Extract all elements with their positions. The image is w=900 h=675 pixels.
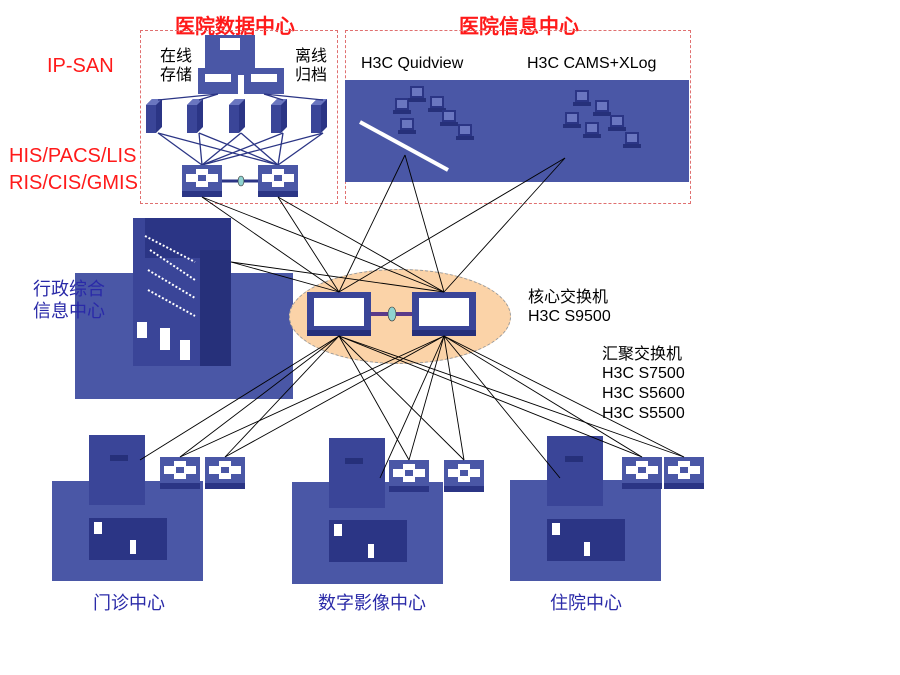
core-switch-title: 核心交换机	[528, 287, 609, 306]
storage-server-3	[229, 99, 245, 133]
core-uplinks	[201, 154, 566, 293]
san-core-switch	[198, 35, 284, 94]
core-switch-label: 核心交换机 H3C S9500	[528, 287, 611, 327]
outpatient-switch-2	[205, 457, 245, 489]
offline-archive-label: 离线 归档	[295, 46, 328, 84]
core-trunk-connector	[387, 306, 397, 322]
quidview-consoles	[359, 86, 474, 172]
cams-consoles	[563, 90, 641, 148]
admin-center-label: 行政综合 信息中心	[33, 279, 105, 322]
ipsan-label: IP-SAN	[47, 55, 114, 77]
core-switch-model: H3C S9500	[528, 308, 611, 325]
inpatient-switch-1	[622, 457, 662, 489]
core-switch-left	[307, 292, 371, 336]
inpatient-switch-2	[664, 457, 704, 489]
outpatient-switch-1	[160, 457, 200, 489]
storage-server-1	[146, 99, 162, 133]
agg-switch-model: H3C S5500	[602, 405, 685, 422]
his-pacs-label: HIS/PACS/LIS RIS/CIS/GMIS	[9, 145, 138, 194]
agg-switch-model: H3C S7500	[602, 365, 685, 382]
core-downlinks	[139, 335, 685, 479]
agg-switch-model: H3C S5600	[602, 385, 685, 402]
online-storage-label: 在线 存储	[160, 46, 193, 84]
core-switch-right	[412, 292, 476, 336]
his-switch-left	[182, 165, 222, 197]
his-switch-right	[258, 165, 298, 197]
quidview-label: H3C Quidview	[361, 55, 464, 72]
imaging-building	[329, 438, 407, 562]
san-links	[157, 93, 324, 166]
storage-server-5	[311, 99, 327, 133]
info-center-title: 医院信息中心	[459, 14, 579, 38]
cams-xlog-label: H3C CAMS+XLog	[527, 55, 657, 72]
his-link-connector	[237, 175, 245, 187]
outpatient-building	[89, 435, 167, 560]
agg-switch-title: 汇聚交换机	[602, 344, 683, 363]
branch-label-inpatient: 住院中心	[550, 593, 622, 614]
storage-server-4	[271, 99, 287, 133]
imaging-switch-1	[389, 460, 429, 492]
data-center-zone	[140, 30, 338, 204]
agg-switch-label: 汇聚交换机 H3C S7500 H3C S5600 H3C S5500	[602, 344, 685, 424]
branch-label-outpatient: 门诊中心	[93, 593, 165, 614]
storage-server-2	[187, 99, 203, 133]
branch-label-imaging: 数字影像中心	[318, 593, 426, 614]
imaging-switch-2	[444, 460, 484, 492]
inpatient-building	[547, 436, 625, 561]
data-center-title: 医院数据中心	[175, 14, 295, 38]
admin-center-building	[133, 218, 231, 366]
